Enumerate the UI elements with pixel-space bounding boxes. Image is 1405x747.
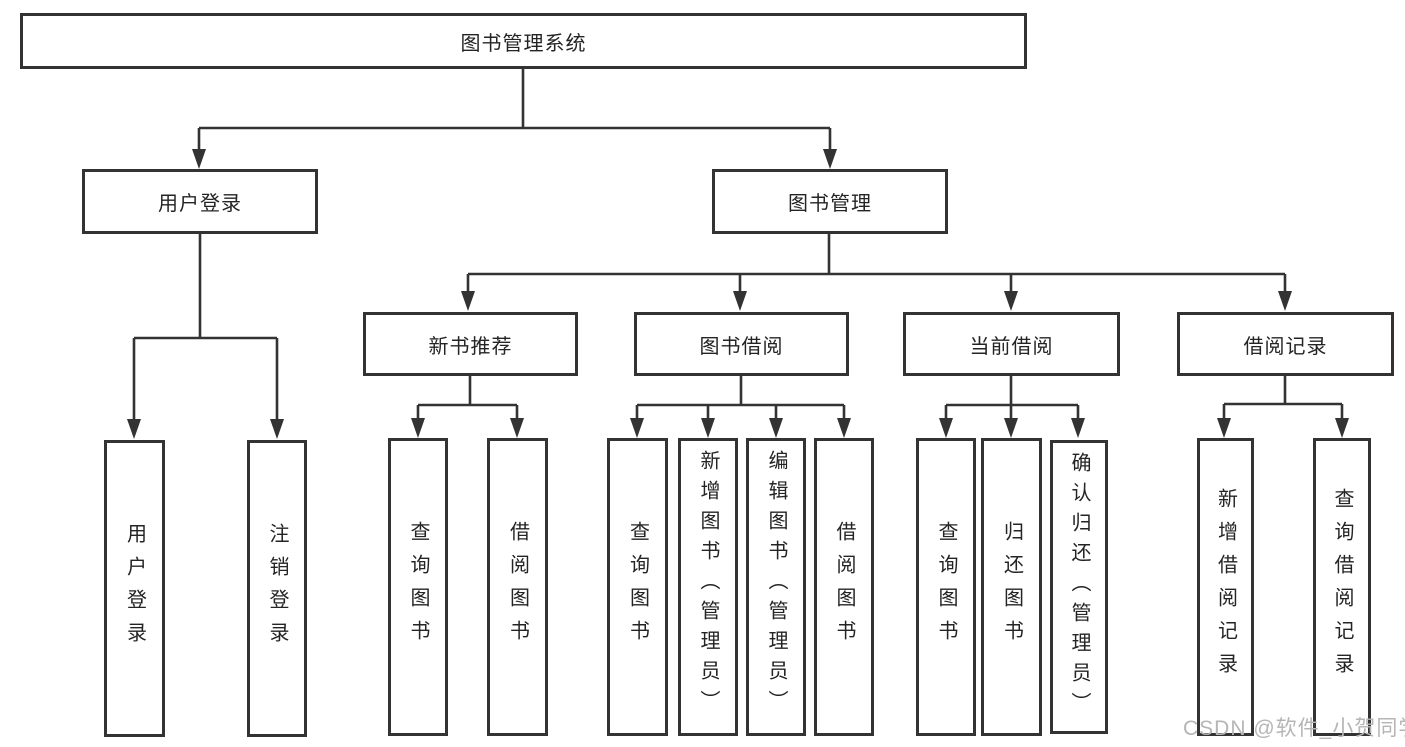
leaf-query-borrow-record: 查询借阅记录 xyxy=(1313,438,1371,736)
leaf-logout: 注销登录 xyxy=(247,440,307,737)
leaf-query-borrow-record-label: 查询借阅记录 xyxy=(1331,488,1353,686)
leaf-borrow-books-2-label: 借阅图书 xyxy=(833,521,855,653)
node-book-management-label: 图书管理 xyxy=(788,193,872,215)
node-book-borrow: 图书借阅 xyxy=(634,312,849,376)
leaf-logout-label: 注销登录 xyxy=(266,522,288,655)
node-book-borrow-label: 图书借阅 xyxy=(699,335,784,358)
leaf-user-login: 用户登录 xyxy=(104,440,165,737)
leaf-borrow-books-1-label: 借阅图书 xyxy=(506,521,529,653)
leaf-borrow-books-1: 借阅图书 xyxy=(487,438,548,736)
leaf-borrow-books-2: 借阅图书 xyxy=(814,438,874,736)
leaf-edit-books-admin: 编辑图书（管理员） xyxy=(746,438,806,736)
node-borrow-records: 借阅记录 xyxy=(1177,312,1394,376)
leaf-return-books-label: 归还图书 xyxy=(1000,521,1023,653)
node-user-login: 用户登录 xyxy=(82,169,318,234)
leaf-query-books-1-label: 查询图书 xyxy=(407,521,429,653)
node-borrow-records-label: 借阅记录 xyxy=(1243,335,1328,358)
leaf-confirm-return-admin-label: 确认归还（管理员） xyxy=(1068,452,1090,722)
node-root-label: 图书管理系统 xyxy=(460,32,587,55)
node-book-management: 图书管理 xyxy=(712,169,948,234)
node-current-borrow-label: 当前借阅 xyxy=(969,335,1054,358)
leaf-add-books-admin: 新增图书（管理员） xyxy=(678,438,738,736)
leaf-user-login-label: 用户登录 xyxy=(123,522,146,655)
node-root: 图书管理系统 xyxy=(20,13,1027,69)
leaf-add-books-admin-label: 新增图书（管理员） xyxy=(697,450,719,720)
node-new-book-recommend-label: 新书推荐 xyxy=(428,335,513,358)
leaf-return-books: 归还图书 xyxy=(981,438,1042,736)
node-user-login-label: 用户登录 xyxy=(158,193,242,215)
node-new-book-recommend: 新书推荐 xyxy=(363,312,578,376)
node-current-borrow: 当前借阅 xyxy=(903,312,1120,376)
leaf-query-books-3-label: 查询图书 xyxy=(935,521,957,653)
leaf-confirm-return-admin: 确认归还（管理员） xyxy=(1050,440,1108,734)
leaf-query-books-3: 查询图书 xyxy=(916,438,976,736)
leaf-query-books-2-label: 查询图书 xyxy=(626,521,649,653)
leaf-add-borrow-record: 新增借阅记录 xyxy=(1197,438,1254,736)
leaf-add-borrow-record-label: 新增借阅记录 xyxy=(1214,488,1237,686)
arrowhead-icons xyxy=(127,149,1349,439)
leaf-query-books-2: 查询图书 xyxy=(607,438,668,736)
leaf-query-books-1: 查询图书 xyxy=(388,438,448,736)
leaf-edit-books-admin-label: 编辑图书（管理员） xyxy=(765,450,787,720)
csdn-watermark: CSDN @软件_小贺同学 xyxy=(1183,717,1405,740)
